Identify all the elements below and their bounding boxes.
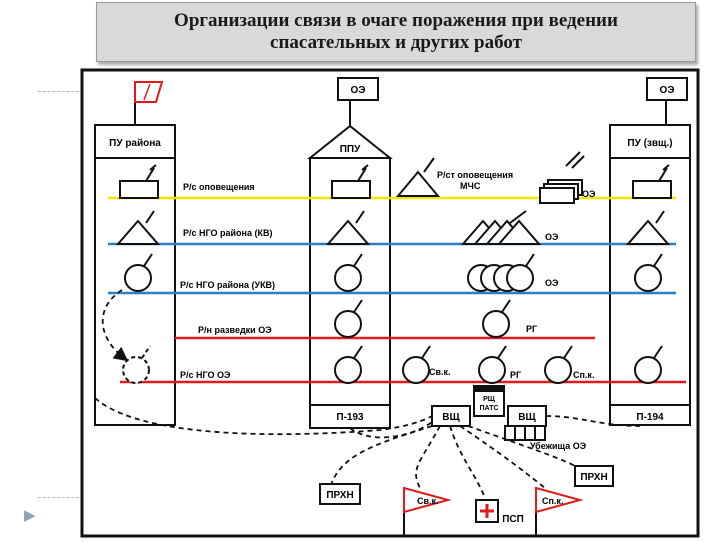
slide-nav-arrow-icon[interactable]: ▶ (24, 507, 36, 524)
label-rst-opoveshcheniya: Р/ст оповещения (437, 170, 513, 180)
spk-flag-icon: Сп.к. (535, 486, 584, 536)
svg-text:П-194: П-194 (636, 412, 664, 423)
prhn-left-node: ПРХН (319, 483, 361, 505)
dashed-connections (94, 397, 641, 499)
svg-text:ПАТС: ПАТС (479, 405, 498, 412)
title-banner: Организации связи в очаге поражения при … (96, 2, 696, 62)
svg-text:П-193: П-193 (336, 412, 364, 423)
svg-text:ВЩ: ВЩ (442, 412, 460, 423)
communication-diagram: ОЭ ОЭ ПУ района ППУ П-193 ПУ (звщ.) П-19… (80, 68, 700, 538)
svg-text:ОЭ: ОЭ (351, 85, 366, 96)
mchs-station-icon (395, 151, 585, 204)
label-rs-ngo-oe: Р/с НГО ОЭ (180, 370, 231, 380)
ukv-circle-icon (124, 253, 663, 292)
kv-triangle-icon (115, 210, 671, 245)
rsch-pats-node: РЩ ПАТС (473, 385, 505, 417)
svg-text:ОЭ: ОЭ (660, 85, 675, 96)
svg-text:ПУ (звщ.): ПУ (звщ.) (627, 138, 672, 149)
svg-text:ПРХН: ПРХН (580, 472, 607, 483)
svk-flag-icon: Св.к. (403, 486, 452, 536)
title-line-1: Организации связи в очаге поражения при … (174, 10, 618, 31)
prhn-right-node: ПРХН (574, 465, 614, 487)
slide-guide-top (38, 91, 84, 92)
label-rg-station: РГ (510, 370, 521, 380)
label-rs-opoveshcheniya: Р/с оповещения (183, 182, 255, 192)
radio-box-icon (119, 164, 672, 199)
dashed-link-arrow (101, 289, 129, 362)
label-ubezhischa: Убежища ОЭ (530, 441, 587, 451)
svg-text:ППУ: ППУ (340, 144, 361, 155)
ngo-oe-circle-icon (122, 345, 663, 384)
label-spk-station: Сп.к. (573, 370, 594, 380)
oe-box-right: ОЭ (646, 77, 688, 101)
label-svk-station: Св.к. (429, 367, 451, 377)
title-line-2: спасательных и других работ (270, 32, 522, 53)
label-rg-razvedki: РГ (526, 324, 537, 334)
vsch-left-node: ВЩ (431, 405, 471, 427)
label-rst-mchs: МЧС (460, 181, 481, 191)
label-rn-razvedki: Р/н разведки ОЭ (198, 325, 272, 335)
label-oe-ukv: ОЭ (545, 278, 559, 288)
label-rs-ngo-kv: Р/с НГО района (КВ) (183, 228, 272, 238)
psp-node: ПСП (475, 499, 524, 525)
svg-text:Сп.к.: Сп.к. (542, 496, 563, 506)
svg-text:ВЩ: ВЩ (518, 412, 536, 423)
label-oe-mchs: ОЭ (582, 189, 596, 199)
svg-text:РЩ: РЩ (483, 396, 496, 403)
pu-rayona-flag-icon (134, 81, 164, 125)
vsch-right-node: ВЩ (507, 405, 547, 427)
slide-guide-bottom (38, 497, 84, 498)
label-rs-ngo-ukv: Р/с НГО района (УКВ) (180, 280, 275, 290)
svg-text:ПСП: ПСП (502, 514, 524, 525)
svg-text:Св.к.: Св.к. (417, 496, 439, 506)
ubezhischa-node (504, 425, 546, 441)
razvedki-circle-icon (334, 299, 511, 338)
diagram-frame (80, 68, 700, 538)
svg-text:ПУ района: ПУ района (109, 138, 161, 149)
oe-box-center: ОЭ (337, 77, 379, 101)
svg-text:ПРХН: ПРХН (326, 490, 353, 501)
label-oe-kv: ОЭ (545, 232, 559, 242)
